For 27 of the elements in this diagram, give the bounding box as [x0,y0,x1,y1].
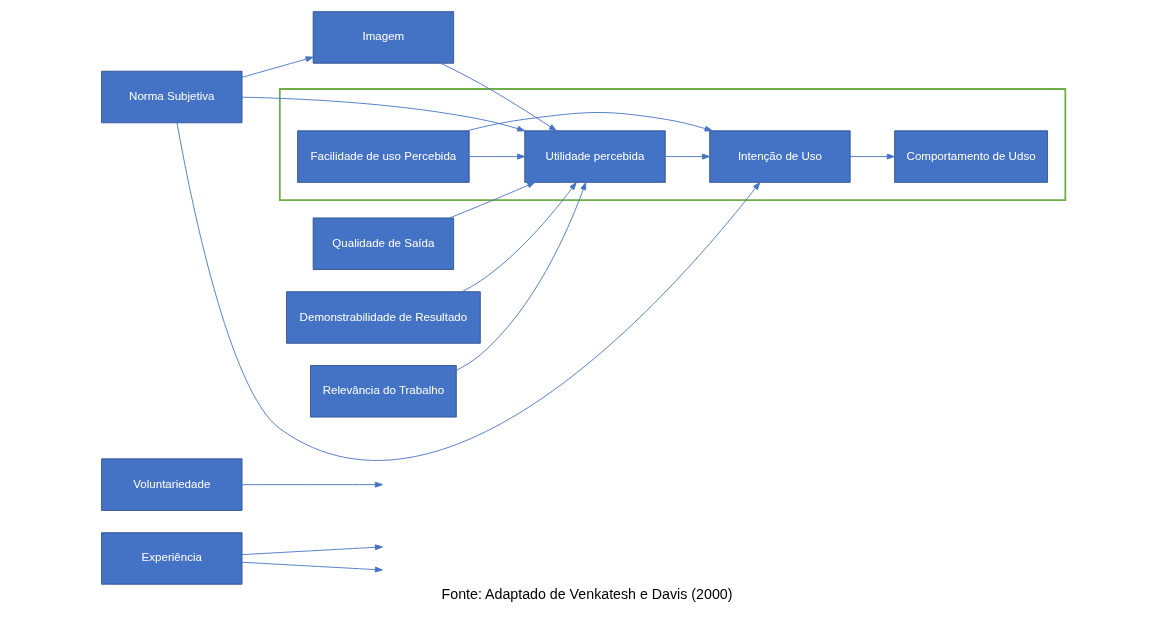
arrow [241,544,383,556]
node-box: Relevância do Trabalho [309,365,457,418]
arrow [449,181,535,219]
arrow [468,153,525,160]
node-box: Comportamento de Udso [893,130,1048,183]
arrow [241,561,383,573]
arrow [461,182,577,293]
node-box: Voluntariedade [100,458,242,511]
arrow [664,153,710,160]
node-box: Norma Subjetiva [100,70,242,124]
node-box: Demonstrabilidade de Resultado [285,291,481,344]
arrow [241,481,383,488]
arrow [849,153,895,160]
arrow [440,62,557,132]
arrow [241,56,314,78]
node-box: Intenção de Uso [708,130,851,183]
arrow [466,112,713,132]
node-box: Experiência [100,532,242,585]
arrow [241,96,525,132]
node-box: Facilidade de uso Percebida [296,130,470,183]
node-box: Imagem [312,11,454,64]
arrow [176,122,760,461]
caption: Fonte: Adaptado de Venkatesh e Davis (2000) [441,586,732,603]
cluster [278,88,1066,202]
arrow [455,182,586,371]
node-box: Utilidade percebida [523,130,666,183]
node-box: Qualidade de Saída [312,217,454,270]
